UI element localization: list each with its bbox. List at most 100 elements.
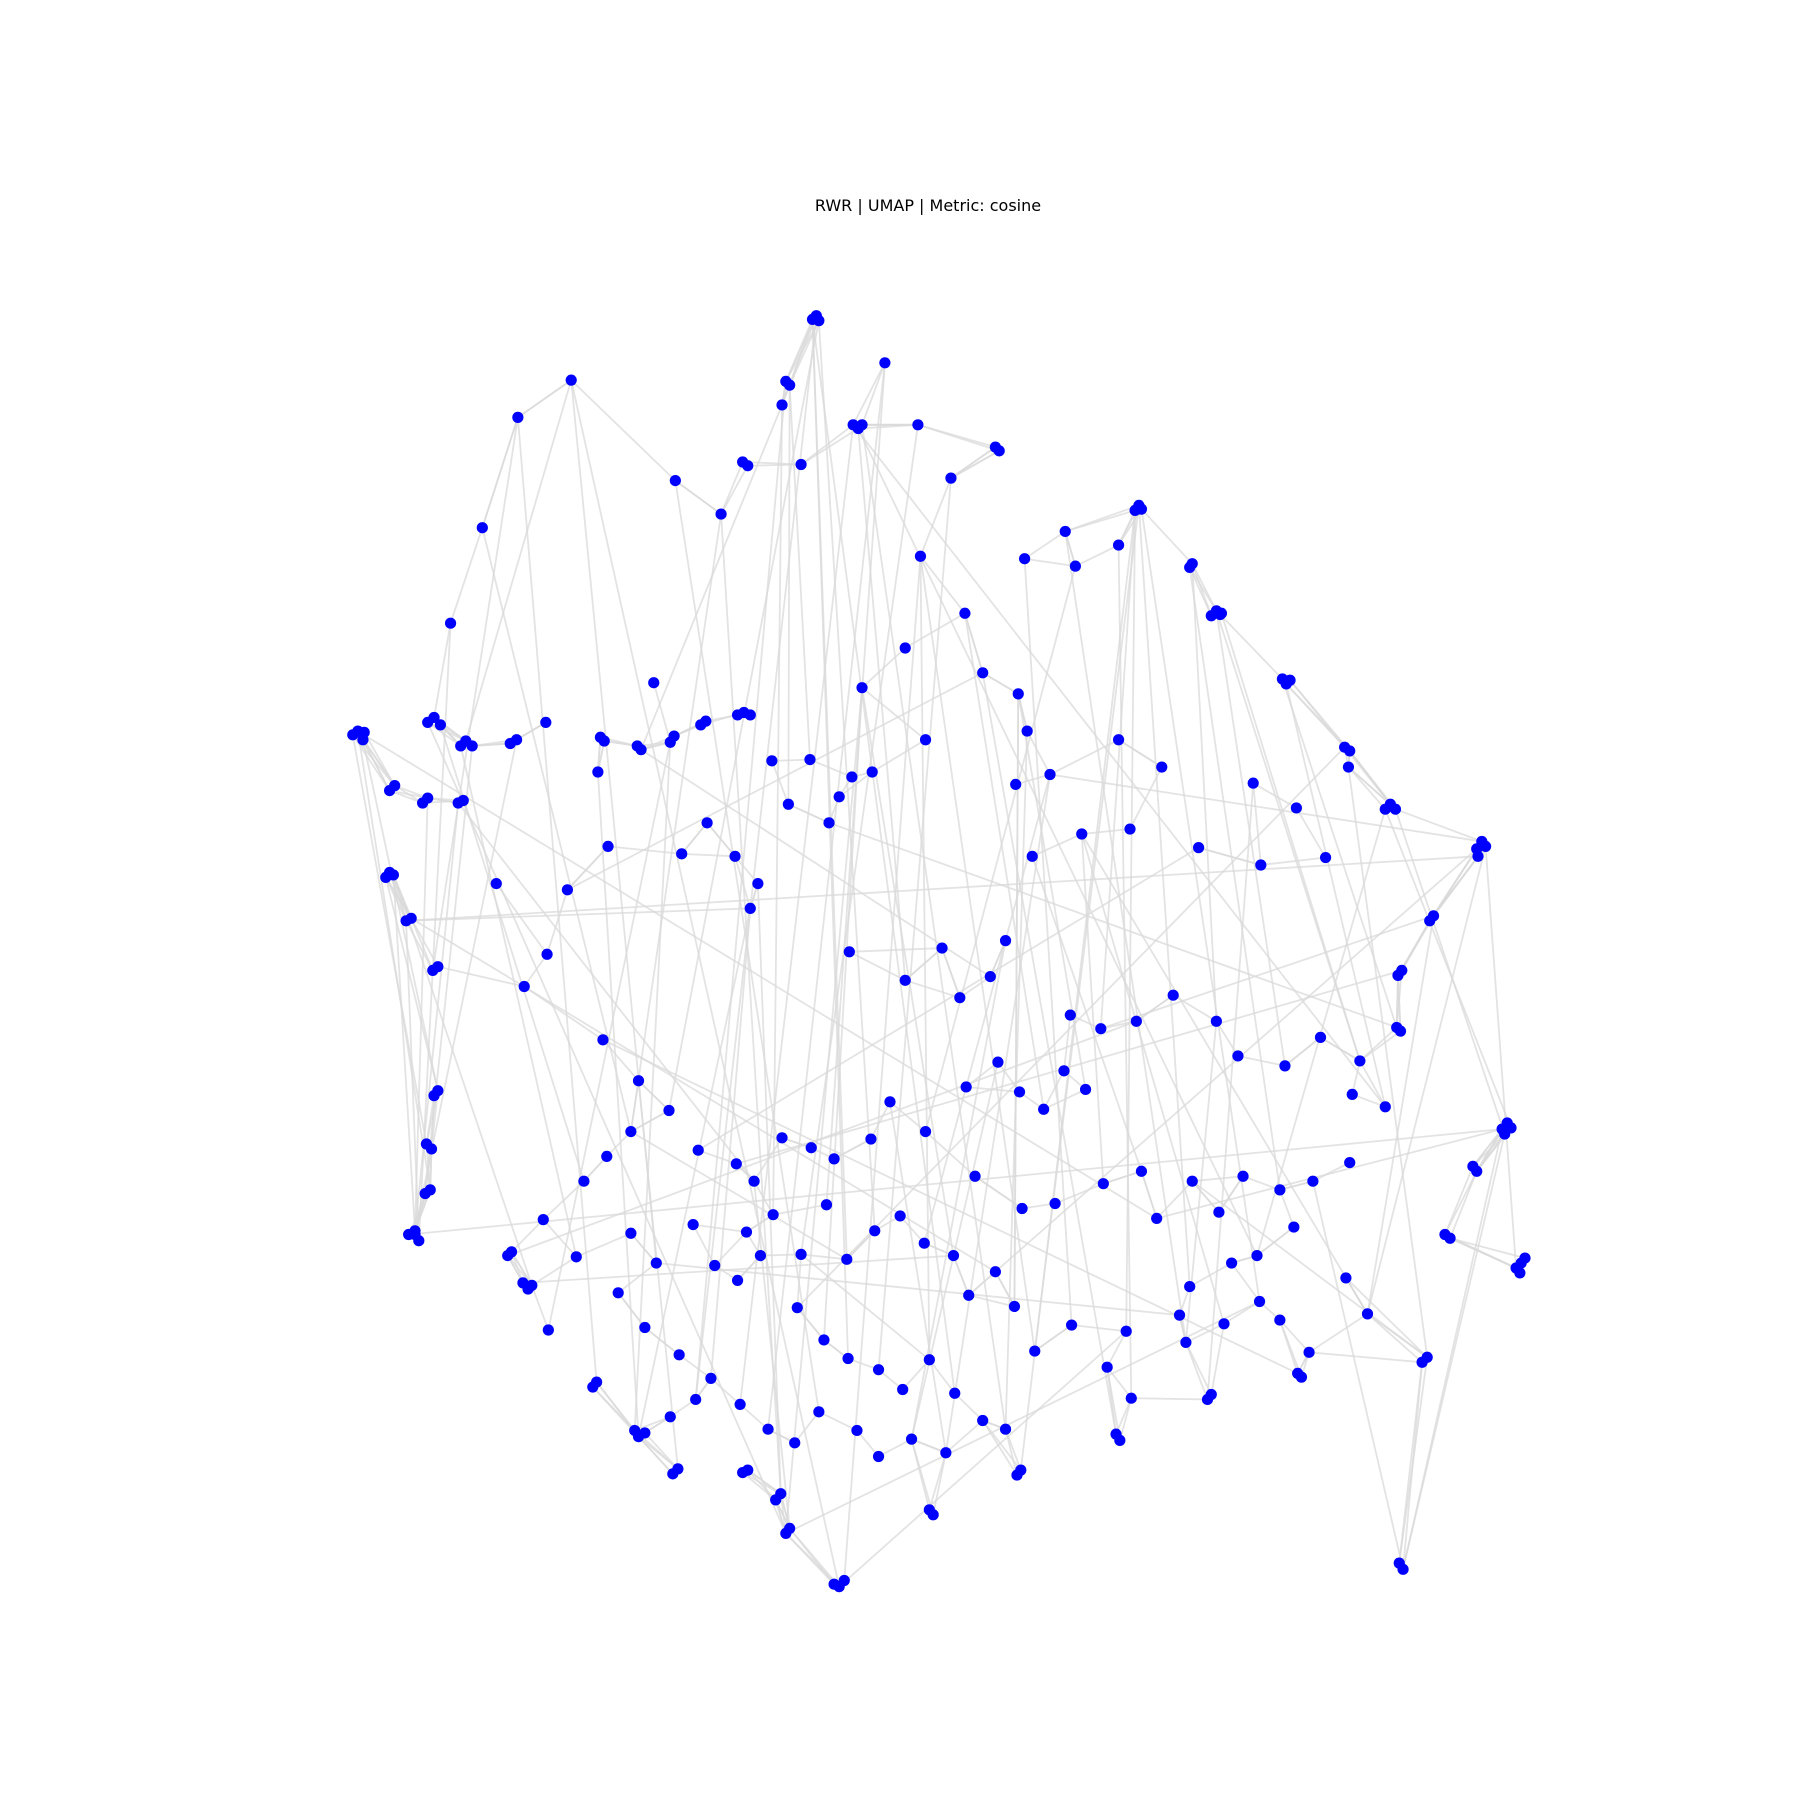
network-edge (510, 1250, 533, 1287)
network-node (899, 642, 911, 654)
network-edge (546, 888, 569, 956)
network-edge (1394, 808, 1506, 1135)
network-node (1124, 823, 1136, 835)
network-node (1213, 1206, 1225, 1218)
network-edge (522, 1254, 955, 1284)
network-node (1130, 1015, 1142, 1027)
network-node (387, 869, 400, 881)
network-edge (861, 686, 955, 1257)
network-edge (542, 1180, 585, 1221)
network-node (648, 677, 660, 689)
network-node (1095, 1023, 1107, 1035)
network-node (936, 942, 948, 954)
network-node (1112, 734, 1125, 746)
network-edge (1074, 544, 1120, 568)
network-node (537, 1214, 549, 1226)
network-node (960, 1081, 972, 1093)
network-edge (1197, 846, 1262, 866)
network-edge (981, 1419, 1018, 1476)
network-edge (1184, 1322, 1225, 1344)
network-node (784, 379, 796, 391)
network-edge (800, 427, 860, 466)
network-node (1101, 1361, 1113, 1373)
network-node (766, 755, 778, 767)
network-edge (426, 721, 787, 1535)
network-node (1125, 1392, 1137, 1404)
network-edge (861, 423, 1007, 1431)
network-node (1215, 607, 1228, 619)
network-node (813, 315, 825, 327)
network-edge (630, 1130, 848, 1261)
network-edge (1351, 1093, 1387, 1108)
network-edge (1218, 1175, 1244, 1214)
network-node (828, 1153, 840, 1165)
network-node (1471, 1165, 1483, 1177)
network-edge (1484, 845, 1517, 1269)
network-node (561, 884, 574, 896)
network-edge (784, 1300, 1261, 1535)
network-edge (964, 612, 984, 674)
network-node (700, 715, 712, 727)
network-edge (542, 1218, 578, 1258)
network-node (612, 1287, 624, 1299)
network-node (959, 607, 971, 619)
network-edge (1070, 1324, 1128, 1333)
network-node (912, 419, 924, 431)
network-edge (1130, 1397, 1209, 1401)
network-node (505, 1246, 518, 1258)
network-node (841, 1253, 853, 1265)
network-edge (772, 1203, 828, 1216)
network-edge (1278, 1180, 1314, 1191)
network-edge (570, 379, 658, 1264)
network-edge (393, 784, 429, 799)
network-node (1184, 1281, 1196, 1293)
network-node (632, 1075, 645, 1087)
network-node (1247, 777, 1259, 789)
network-edge (431, 416, 519, 972)
network-edge (889, 1100, 927, 1133)
network-edge (351, 733, 428, 1145)
network-node (1029, 1345, 1041, 1357)
network-node (565, 374, 577, 386)
network-edge (788, 319, 820, 387)
network-edge (510, 1218, 545, 1253)
network-edge (734, 855, 752, 910)
network-edge (741, 1471, 777, 1501)
network-edge (1347, 766, 1429, 1359)
network-edge (967, 1270, 997, 1297)
network-edge (767, 361, 886, 1431)
network-edge (1219, 613, 1284, 680)
network-edge (1106, 1366, 1121, 1442)
network-node (1059, 525, 1071, 538)
network-edge (919, 555, 931, 1361)
network-edge (596, 771, 640, 1438)
network-node (866, 766, 878, 778)
network-node (1346, 1088, 1358, 1100)
network-edge (861, 361, 886, 426)
network-edge (710, 1377, 742, 1406)
network-edge (811, 318, 848, 1261)
network-node (1016, 1202, 1028, 1215)
network-edge (1188, 1262, 1233, 1288)
network-edge (1191, 1180, 1429, 1359)
network-edge (652, 681, 672, 744)
network-edge (919, 477, 952, 558)
network-edge (1188, 566, 1281, 1191)
network-node (424, 1184, 436, 1196)
network-edge (1191, 1180, 1220, 1214)
network-node (742, 460, 754, 472)
network-node (984, 971, 996, 983)
network-edge (433, 622, 452, 719)
network-edge (1289, 679, 1351, 752)
network-edge (362, 738, 396, 787)
network-edge (932, 1451, 947, 1516)
network-node (969, 1170, 981, 1182)
network-node (1019, 553, 1031, 565)
network-edge (857, 427, 907, 982)
network-edge (1259, 856, 1327, 866)
network-node (1514, 1267, 1526, 1279)
network-edge (678, 1353, 712, 1380)
network-edge (952, 1254, 970, 1297)
network-edge (1138, 504, 1191, 1288)
